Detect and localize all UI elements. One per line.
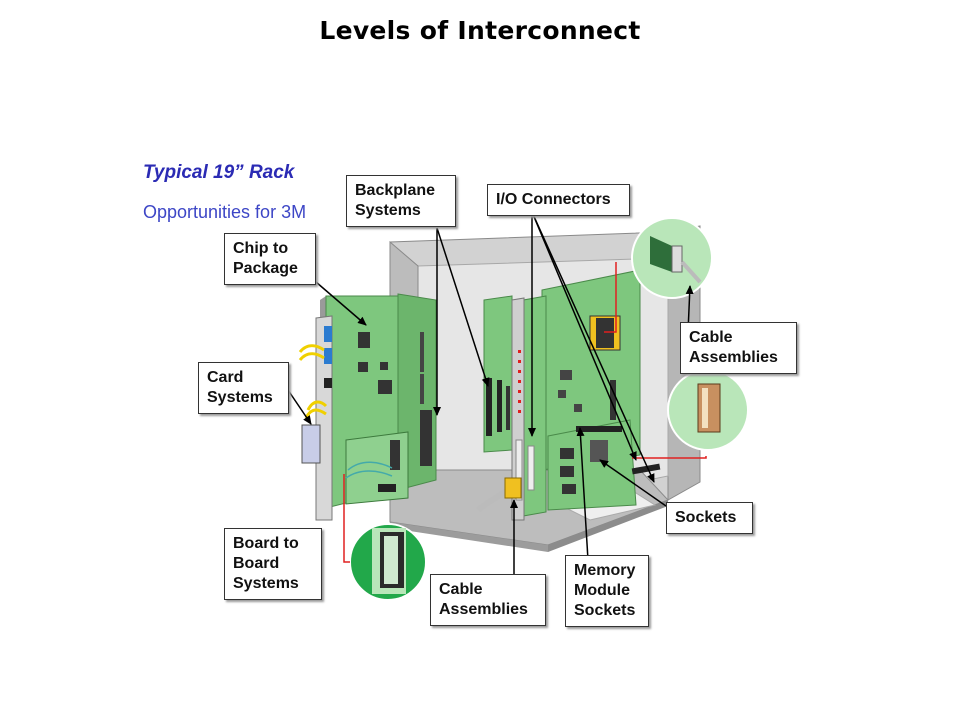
callout-arrows xyxy=(287,211,694,576)
callout-memory-module-sockets: Memory Module Sockets xyxy=(565,555,649,627)
red-leader-lines xyxy=(343,262,707,563)
callout-cable-assemblies-right: Cable Assemblies xyxy=(680,322,797,374)
board-to-board-inset xyxy=(349,523,427,601)
callout-board-to-board-systems: Board to Board Systems xyxy=(224,528,322,600)
rack-subtitle: Typical 19” Rack xyxy=(143,162,295,183)
callout-cable-assemblies-bottom: Cable Assemblies xyxy=(430,574,546,626)
memory-card xyxy=(547,419,661,511)
io-card xyxy=(511,295,547,521)
opportunities-subtitle: Opportunities for 3M xyxy=(143,202,307,222)
callout-io-connectors: I/O Connectors xyxy=(487,184,630,216)
cable-assembly-inset-right xyxy=(667,369,749,451)
callout-card-systems: Card Systems xyxy=(198,362,289,414)
callout-sockets: Sockets xyxy=(666,502,753,534)
cable-plug xyxy=(476,477,522,513)
backplane-board xyxy=(483,295,513,453)
card-door xyxy=(298,293,437,521)
cable-assembly-inset-top xyxy=(631,217,713,299)
page-title: Levels of Interconnect xyxy=(319,16,641,45)
callout-chip-to-package: Chip to Package xyxy=(224,233,316,285)
callout-backplane-systems: Backplane Systems xyxy=(346,175,456,227)
